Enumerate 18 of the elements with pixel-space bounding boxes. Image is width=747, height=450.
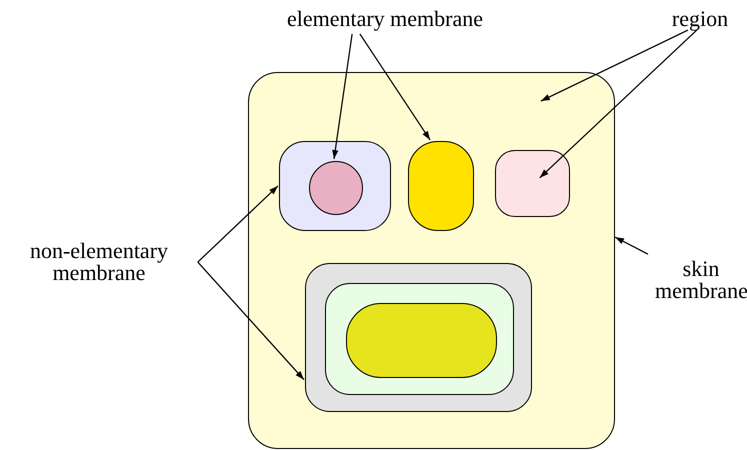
callout-text: non-elementary membrane	[4, 240, 194, 284]
leader-arrow	[359, 34, 431, 140]
leader-arrow	[197, 262, 304, 380]
membrane-box	[305, 263, 532, 412]
callout-text: elementary membrane	[270, 8, 500, 30]
leader-arrow	[197, 185, 278, 263]
leader-arrow	[332, 34, 353, 160]
membrane-box	[495, 150, 570, 217]
callout-text: region	[660, 8, 740, 30]
callout-text: skin membrane	[655, 258, 747, 302]
leader-arrow	[614, 236, 648, 255]
membrane-box	[279, 141, 391, 231]
leader-arrow	[539, 30, 698, 178]
membrane-circle	[309, 161, 363, 215]
membrane-box	[408, 141, 474, 231]
membrane-box	[248, 72, 615, 449]
leader-arrow	[540, 30, 688, 102]
membrane-box	[325, 283, 514, 395]
